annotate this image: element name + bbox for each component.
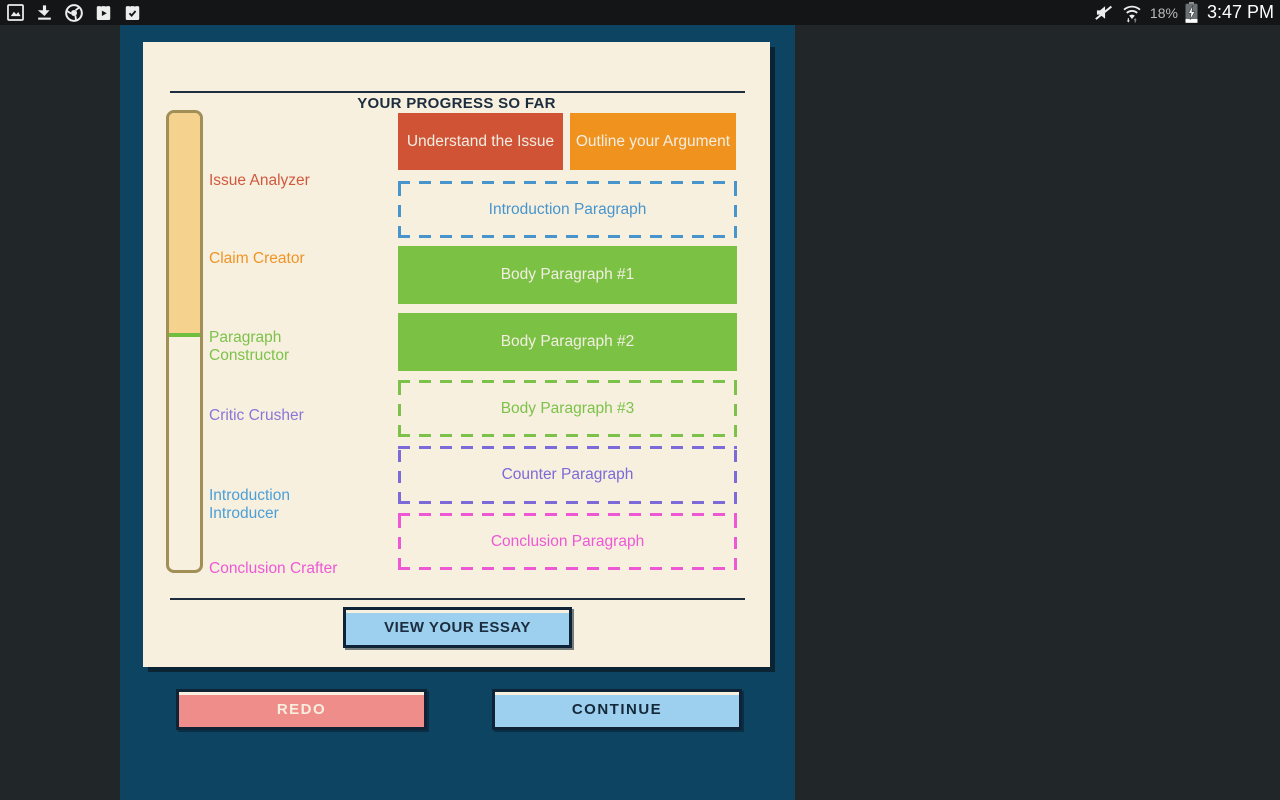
gallery-icon [6,3,25,22]
mute-icon [1093,2,1114,23]
progress-box-body-paragraph-2: Body Paragraph #2 [398,313,737,371]
stage-label-introduction-introducer: Introduction Introducer [209,487,290,522]
system-status-icons: 18% 3:47 PM [1093,0,1274,25]
progress-box-conclusion-paragraph: Conclusion Paragraph [398,513,737,570]
stage-label-claim-creator: Claim Creator [209,250,305,267]
notification-icons [6,0,142,25]
progress-meter [166,110,203,573]
play-store-icon [94,3,113,22]
progress-box-introduction-paragraph: Introduction Paragraph [398,181,737,238]
progress-box-body-paragraph-3: Body Paragraph #3 [398,380,737,437]
battery-charging-icon [1185,2,1198,23]
progress-meter-fill [169,113,200,337]
progress-box-body-paragraph-1: Body Paragraph #1 [398,246,737,304]
progress-box-counter-paragraph: Counter Paragraph [398,446,737,504]
download-icon [35,3,54,22]
status-bar[interactable]: 18% 3:47 PM [0,0,1280,25]
continue-button[interactable]: CONTINUE [492,689,742,730]
stage-label-critic-crusher: Critic Crusher [209,407,304,424]
wifi-transfer-icon [1121,2,1143,24]
page-title: YOUR PROGRESS SO FAR [357,95,556,112]
progress-panel: YOUR PROGRESS SO FAR Issue Analyzer Clai… [120,25,795,800]
stage-label-paragraph-constructor: Paragraph Constructor [209,329,290,364]
title-divider [170,91,745,93]
redo-button[interactable]: REDO [176,689,427,730]
stage-label-conclusion-crafter: Conclusion Crafter [209,560,338,577]
chrome-icon [64,3,84,23]
progress-box-understand-the-issue: Understand the Issue [398,113,563,170]
shop-check-icon [123,3,142,22]
clock-label: 3:47 PM [1206,2,1274,22]
view-your-essay-button[interactable]: VIEW YOUR ESSAY [343,607,572,648]
progress-card: YOUR PROGRESS SO FAR Issue Analyzer Clai… [143,42,770,667]
stage-label-issue-analyzer: Issue Analyzer [209,172,310,189]
progress-box-outline-your-argument: Outline your Argument [570,113,736,170]
footer-divider [170,598,745,600]
battery-percent-label: 18% [1149,4,1178,21]
